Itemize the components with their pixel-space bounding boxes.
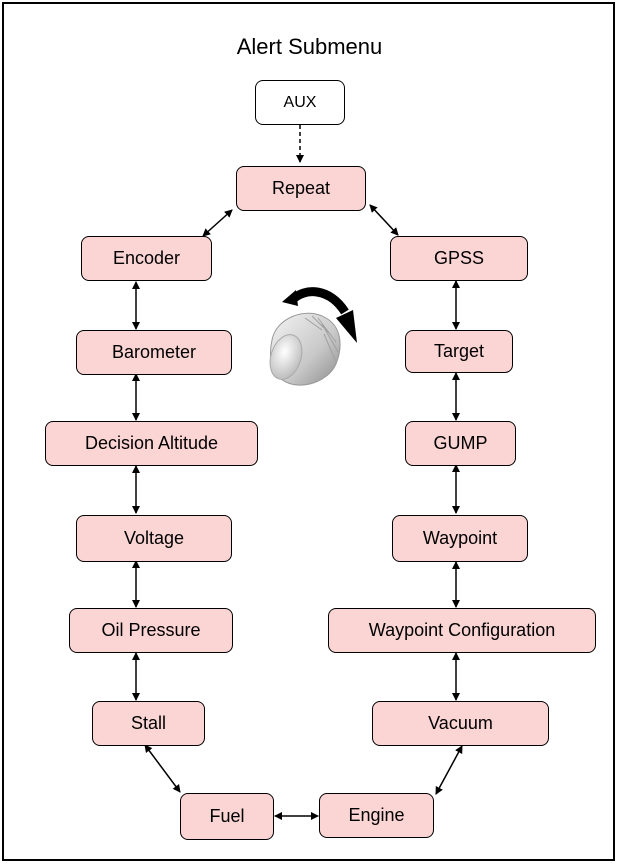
target-box: Target bbox=[405, 330, 513, 373]
gump-box: GUMP bbox=[405, 421, 516, 466]
barometer-box: Barometer bbox=[76, 330, 232, 375]
diagram-title: Alert Submenu bbox=[236, 34, 383, 59]
stall-label: Stall bbox=[130, 713, 166, 733]
decision-altitude-box: Decision Altitude bbox=[45, 421, 258, 466]
repeat-box: Repeat bbox=[236, 166, 366, 211]
decision-altitude-label: Decision Altitude bbox=[84, 433, 219, 453]
repeat-gpss-connector bbox=[369, 204, 399, 236]
repeat-label: Repeat bbox=[271, 178, 331, 198]
aux-label: AUX bbox=[283, 93, 317, 111]
waypoint-box: Waypoint bbox=[392, 515, 528, 562]
waypoint-label: Waypoint bbox=[422, 528, 498, 548]
stall-fuel-connector bbox=[144, 744, 181, 793]
aux-box: AUX bbox=[255, 80, 345, 125]
engine-vacuum-connector bbox=[435, 745, 463, 795]
gump-label: GUMP bbox=[433, 433, 488, 453]
encoder-box: Encoder bbox=[81, 236, 212, 281]
waypoint-configuration-box: Waypoint Configuration bbox=[328, 608, 596, 653]
gpss-label: GPSS bbox=[433, 248, 485, 268]
voltage-label: Voltage bbox=[123, 528, 185, 548]
waypoint-configuration-label: Waypoint Configuration bbox=[368, 620, 556, 640]
gpss-box: GPSS bbox=[390, 236, 528, 281]
fuel-label: Fuel bbox=[209, 806, 245, 826]
repeat-encoder-connector bbox=[202, 209, 233, 237]
stall-box: Stall bbox=[92, 701, 205, 746]
oil-pressure-box: Oil Pressure bbox=[69, 608, 233, 653]
vacuum-box: Vacuum bbox=[372, 701, 549, 746]
engine-box: Engine bbox=[319, 793, 434, 838]
barometer-label: Barometer bbox=[111, 342, 197, 362]
target-label: Target bbox=[433, 341, 485, 361]
encoder-label: Encoder bbox=[112, 248, 181, 268]
voltage-box: Voltage bbox=[76, 515, 232, 562]
engine-label: Engine bbox=[348, 805, 405, 825]
vacuum-label: Vacuum bbox=[428, 713, 493, 733]
fuel-box: Fuel bbox=[180, 793, 274, 840]
oil-pressure-label: Oil Pressure bbox=[101, 620, 201, 640]
rotary-knob-icon bbox=[269, 287, 357, 386]
